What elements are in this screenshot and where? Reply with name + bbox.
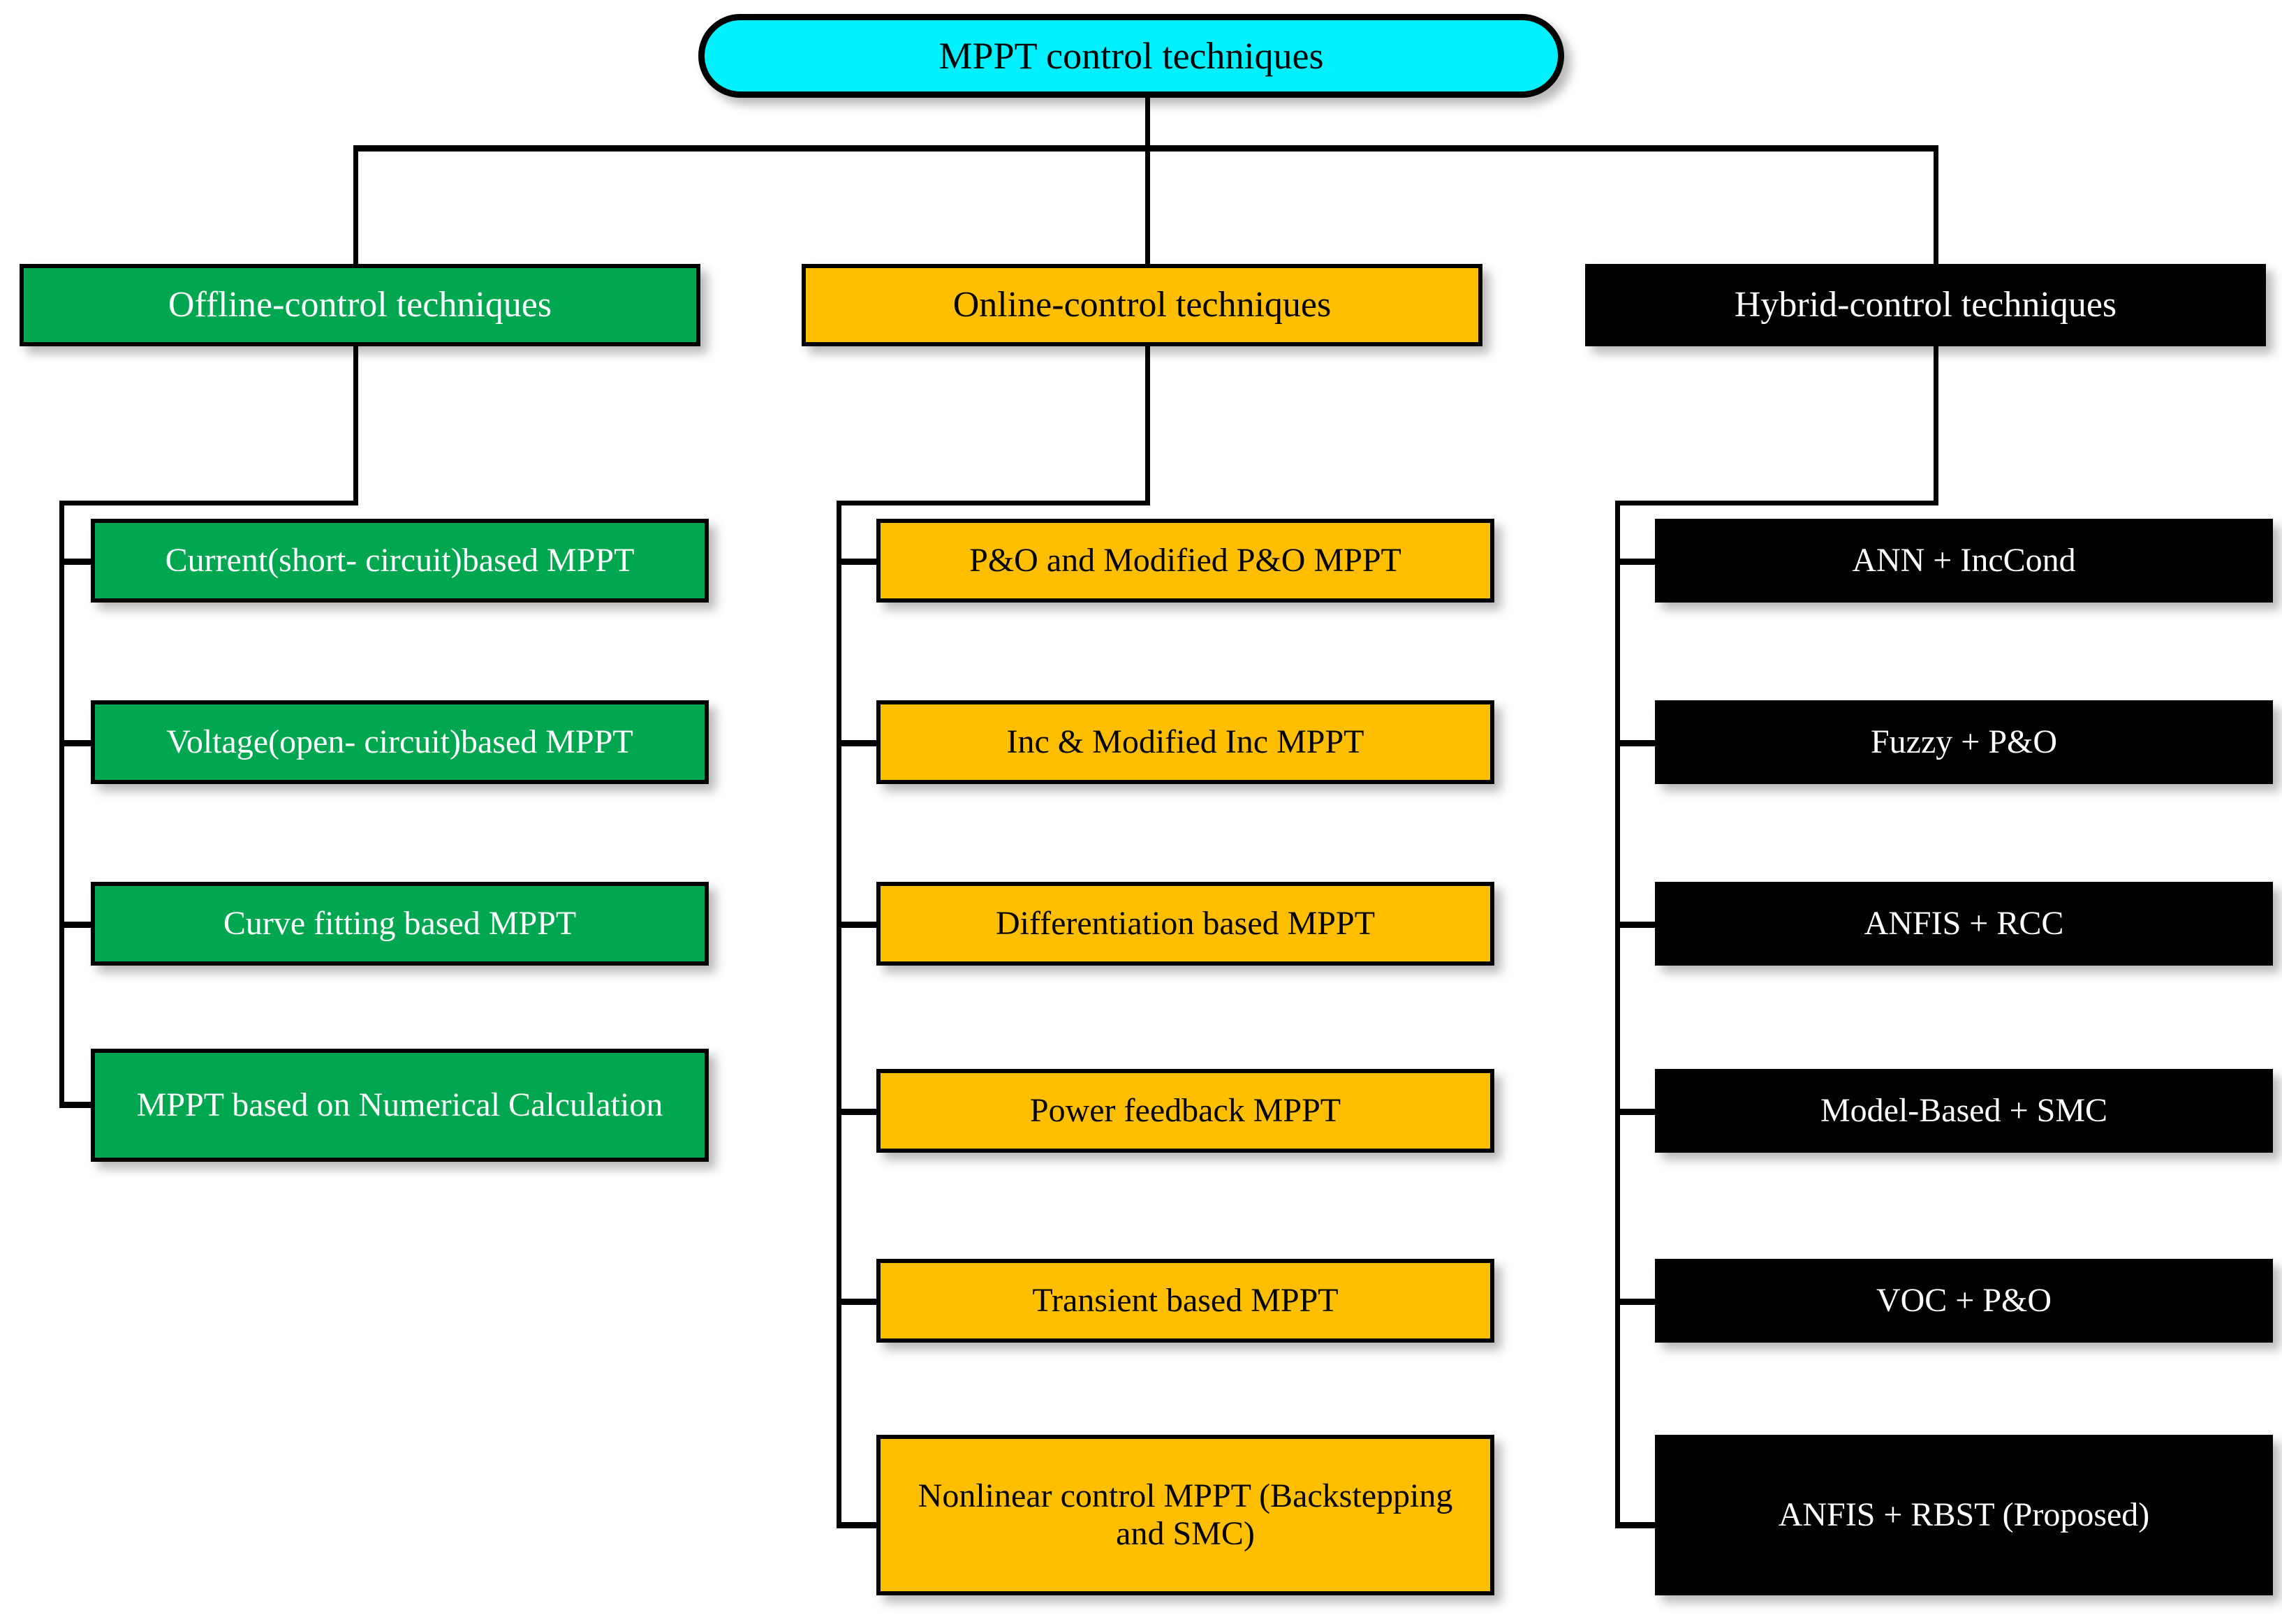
connector-hybrid-elbow — [1615, 501, 1938, 505]
connector-online-stub-3 — [837, 922, 878, 928]
child-node-hybrid-2-label: Fuzzy + P&O — [1870, 723, 2058, 761]
child-node-offline-4-label: MPPT based on Numerical Calculation — [136, 1086, 663, 1124]
child-node-hybrid-2[interactable]: Fuzzy + P&O — [1655, 700, 2273, 784]
branch-header-online[interactable]: Online-control techniques — [802, 264, 1482, 346]
branch-header-online-label: Online-control techniques — [952, 284, 1332, 325]
child-node-online-3-label: Differentiation based MPPT — [995, 905, 1376, 943]
child-node-offline-1[interactable]: Current(short- circuit)based MPPT — [91, 519, 709, 603]
connector-offline-elbow — [59, 501, 358, 505]
child-node-hybrid-6-label: ANFIS + RBST (Proposed) — [1778, 1496, 2150, 1534]
connector-hybrid-stub-4 — [1615, 1109, 1657, 1115]
child-node-online-3[interactable]: Differentiation based MPPT — [876, 882, 1494, 966]
connector-bus-to-offline — [353, 145, 358, 264]
child-node-hybrid-3[interactable]: ANFIS + RCC — [1655, 882, 2273, 966]
connector-online-elbow — [837, 501, 1150, 505]
connector-hybrid-stub-1 — [1615, 559, 1657, 565]
child-node-hybrid-5[interactable]: VOC + P&O — [1655, 1259, 2273, 1343]
connector-online-stub-6 — [837, 1522, 878, 1528]
connector-online-stub-2 — [837, 740, 878, 746]
branch-header-offline[interactable]: Offline-control techniques — [20, 264, 700, 346]
connector-online-drop — [1145, 346, 1150, 505]
child-node-online-1-label: P&O and Modified P&O MPPT — [969, 542, 1401, 580]
connector-offline-stub-2 — [59, 740, 94, 746]
connector-bus-to-online — [1145, 145, 1150, 264]
child-node-offline-4[interactable]: MPPT based on Numerical Calculation — [91, 1049, 709, 1162]
child-node-online-4[interactable]: Power feedback MPPT — [876, 1069, 1494, 1153]
connector-offline-spine — [59, 501, 64, 1107]
connector-hybrid-stub-2 — [1615, 740, 1657, 746]
child-node-offline-3[interactable]: Curve fitting based MPPT — [91, 882, 709, 966]
child-node-online-5[interactable]: Transient based MPPT — [876, 1259, 1494, 1343]
child-node-online-5-label: Transient based MPPT — [1032, 1282, 1339, 1320]
connector-bus-to-hybrid — [1934, 145, 1938, 264]
connector-offline-stub-1 — [59, 559, 94, 565]
child-node-hybrid-4[interactable]: Model-Based + SMC — [1655, 1069, 2273, 1153]
connector-online-stub-1 — [837, 559, 878, 565]
connector-hybrid-stub-6 — [1615, 1522, 1657, 1528]
connector-offline-drop — [353, 346, 358, 505]
child-node-hybrid-1[interactable]: ANN + IncCond — [1655, 519, 2273, 603]
connector-hybrid-stub-3 — [1615, 922, 1657, 928]
child-node-offline-1-label: Current(short- circuit)based MPPT — [165, 542, 635, 580]
child-node-hybrid-4-label: Model-Based + SMC — [1820, 1092, 2108, 1130]
branch-header-hybrid-label: Hybrid-control techniques — [1734, 284, 2117, 325]
branch-header-offline-label: Offline-control techniques — [168, 284, 552, 325]
child-node-online-2[interactable]: Inc & Modified Inc MPPT — [876, 700, 1494, 784]
connector-hybrid-spine — [1615, 501, 1620, 1527]
connector-offline-stub-4 — [59, 1102, 94, 1108]
child-node-hybrid-1-label: ANN + IncCond — [1852, 542, 2076, 580]
connector-hybrid-drop — [1934, 346, 1938, 505]
child-node-online-2-label: Inc & Modified Inc MPPT — [1006, 723, 1364, 761]
branch-header-hybrid[interactable]: Hybrid-control techniques — [1585, 264, 2266, 346]
child-node-offline-2-label: Voltage(open- circuit)based MPPT — [166, 723, 633, 761]
root-node-mppt-control-techniques[interactable]: MPPT control techniques — [698, 14, 1564, 98]
connector-hybrid-stub-5 — [1615, 1299, 1657, 1305]
child-node-online-1[interactable]: P&O and Modified P&O MPPT — [876, 519, 1494, 603]
child-node-hybrid-3-label: ANFIS + RCC — [1864, 905, 2064, 943]
connector-offline-stub-3 — [59, 922, 94, 928]
child-node-online-6-label: Nonlinear control MPPT (Backstepping and… — [918, 1477, 1453, 1552]
connector-root-stem — [1145, 98, 1150, 148]
connector-online-stub-4 — [837, 1109, 878, 1115]
child-node-online-4-label: Power feedback MPPT — [1029, 1092, 1341, 1130]
child-node-offline-2[interactable]: Voltage(open- circuit)based MPPT — [91, 700, 709, 784]
child-node-online-6[interactable]: Nonlinear control MPPT (Backstepping and… — [876, 1435, 1494, 1595]
child-node-offline-3-label: Curve fitting based MPPT — [223, 905, 577, 943]
child-node-hybrid-6[interactable]: ANFIS + RBST (Proposed) — [1655, 1435, 2273, 1595]
root-node-label: MPPT control techniques — [938, 34, 1324, 77]
connector-online-stub-5 — [837, 1299, 878, 1305]
child-node-hybrid-5-label: VOC + P&O — [1876, 1282, 2052, 1320]
connector-online-spine — [837, 501, 841, 1527]
